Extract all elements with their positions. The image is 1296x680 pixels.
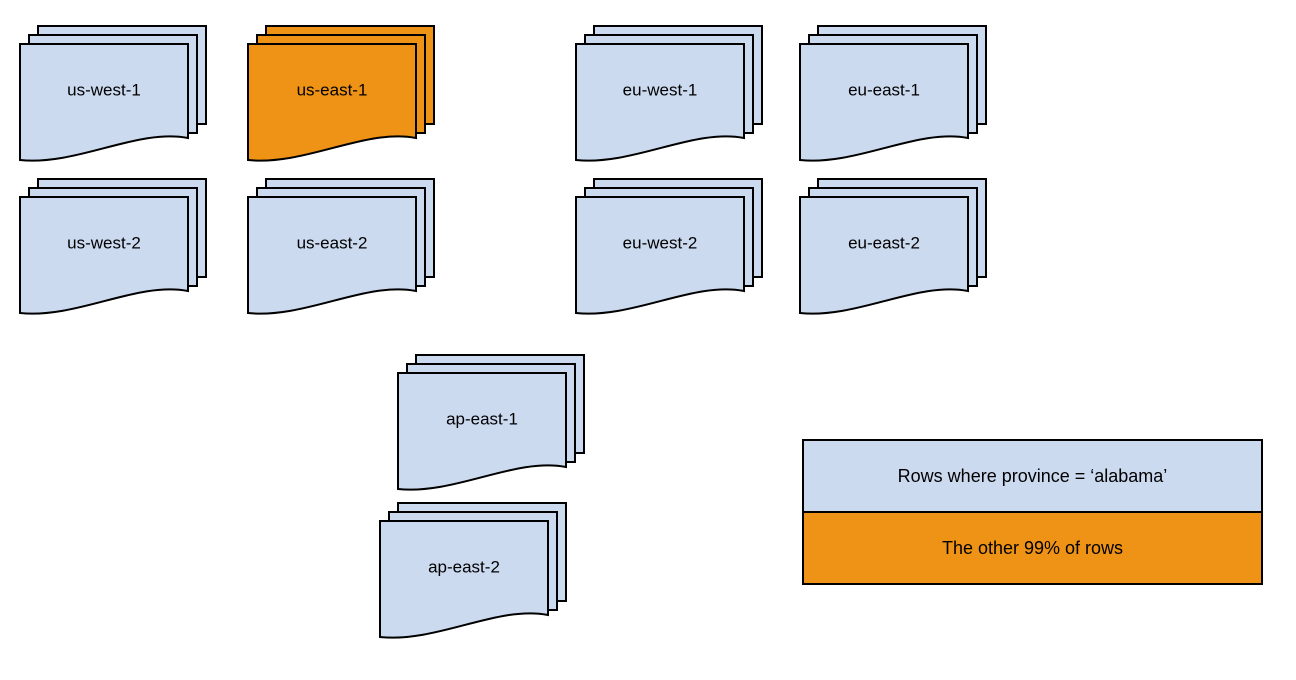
node-label: us-west-2 (67, 233, 141, 252)
node-eu-west-2[interactable]: eu-west-2 (575, 178, 763, 315)
node-sheet-front (799, 196, 969, 315)
node-label: ap-east-2 (428, 557, 500, 576)
node-us-west-2[interactable]: us-west-2 (19, 178, 207, 315)
node-sheet-front (247, 43, 417, 162)
node-eu-east-2[interactable]: eu-east-2 (799, 178, 987, 315)
node-eu-west-1[interactable]: eu-west-1 (575, 25, 763, 162)
legend-row-rows-alabama: Rows where province = ‘alabama’ (802, 439, 1263, 513)
node-eu-east-1[interactable]: eu-east-1 (799, 25, 987, 162)
node-us-east-2[interactable]: us-east-2 (247, 178, 435, 315)
legend-row-other-99: The other 99% of rows (802, 511, 1263, 585)
legend-swatch (802, 439, 1263, 513)
node-us-west-1[interactable]: us-west-1 (19, 25, 207, 162)
node-sheet-front (247, 196, 417, 315)
node-label: ap-east-1 (446, 409, 518, 428)
node-label: eu-west-1 (623, 80, 698, 99)
node-group: us-west-1 us-east-1 eu-west-1 eu-east-1 us-w… (19, 25, 987, 639)
legend-label: The other 99% of rows (942, 538, 1123, 558)
node-sheet-front (575, 43, 745, 162)
node-sheet-front (19, 196, 189, 315)
node-sheet-front (575, 196, 745, 315)
node-ap-east-1[interactable]: ap-east-1 (397, 354, 585, 491)
node-ap-east-2[interactable]: ap-east-2 (379, 502, 567, 639)
node-label: us-east-1 (297, 80, 368, 99)
node-sheet-front (799, 43, 969, 162)
node-label: us-west-1 (67, 80, 141, 99)
node-sheet-front (379, 520, 549, 639)
node-us-east-1[interactable]: us-east-1 (247, 25, 435, 162)
legend: Rows where province = ‘alabama’ The other… (802, 439, 1263, 585)
node-label: us-east-2 (297, 233, 368, 252)
legend-label: Rows where province = ‘alabama’ (898, 466, 1168, 486)
legend-swatch (802, 511, 1263, 585)
node-sheet-front (397, 372, 567, 491)
node-label: eu-east-2 (848, 233, 920, 252)
node-label: eu-west-2 (623, 233, 698, 252)
node-sheet-front (19, 43, 189, 162)
node-label: eu-east-1 (848, 80, 920, 99)
